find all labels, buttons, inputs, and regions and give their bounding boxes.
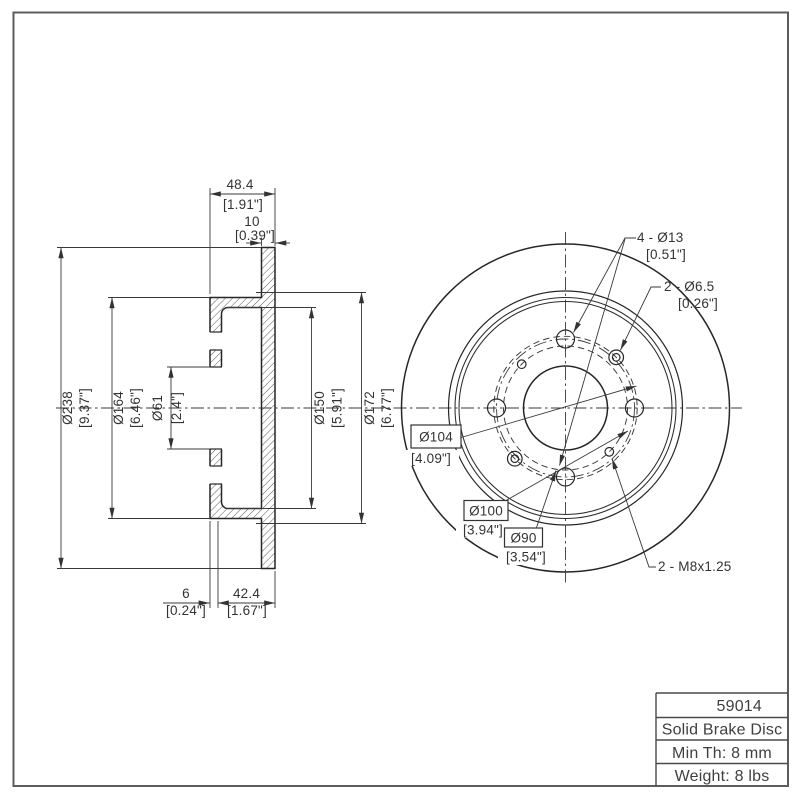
dim-disc-thickness: 10 [0.39"]: [235, 214, 290, 246]
dim-flange-thickness-in: [0.24"]: [166, 603, 206, 618]
small-hole-se: [604, 446, 615, 457]
callout-small-holes: 2 - Ø6.5: [664, 279, 714, 294]
small-hole-ne-inner: [611, 352, 621, 362]
callout-d90-dia: Ø90: [510, 531, 536, 546]
small-holes: [506, 349, 625, 467]
leader-lines: [460, 237, 661, 568]
front-view: 4 - Ø13 [0.51"] 2 - Ø6.5 [0.26"] 2 - M8x…: [400, 230, 731, 584]
dim-outer-diameter-in: [9.37"]: [77, 388, 92, 428]
dim-hat-diameter: Ø164 [6.46"]: [108, 297, 210, 519]
callout-d100-label: Ø100 [3.94"]: [456, 499, 510, 538]
title-block-part-number: 59014: [717, 698, 763, 715]
dim-center-bore-mm: Ø61: [150, 395, 165, 421]
dim-step-diameter-mm: Ø172: [362, 391, 377, 425]
callout-d104-label: Ø104 [4.09"]: [404, 424, 462, 466]
callout-d104-in: [4.09"]: [411, 451, 451, 466]
dim-disc-thickness-in: [0.39"]: [235, 228, 275, 243]
dim-flange-thickness-mm: 6: [182, 586, 190, 601]
dim-step-diameter: Ø172 [6.77"]: [256, 292, 394, 524]
center-bore-circle: [522, 365, 609, 451]
small-hole-sw-inner: [510, 454, 520, 464]
dim-hat-inner-in: [5.91"]: [330, 388, 345, 428]
dim-hat-inner: Ø150 [5.91"]: [226, 307, 345, 509]
title-block-min-thickness: Min Th: 8 mm: [672, 745, 772, 762]
lug-hole-section-bottom: [207, 465, 225, 485]
callout-thread: 2 - M8x1.25: [658, 559, 731, 574]
d104-circle: [493, 335, 638, 481]
lug-hole-section-top: [207, 331, 225, 351]
dim-outer-diameter: Ø238 [9.37"]: [57, 247, 261, 569]
callout-d100-in: [3.94"]: [463, 523, 503, 538]
small-hole-nw: [516, 359, 527, 370]
callout-lug-holes-in: [0.51"]: [646, 247, 686, 262]
small-hole-ne-outer: [608, 349, 625, 366]
callout-d104-dia: Ø104: [419, 430, 453, 445]
title-block: 59014 Solid Brake Disc Min Th: 8 mm Weig…: [655, 692, 788, 786]
dim-center-bore: Ø61 [2.4"]: [150, 366, 210, 450]
title-block-weight: Weight: 8 lbs: [675, 768, 770, 785]
callout-small-holes-in: [0.26"]: [678, 296, 718, 311]
title-block-product-type: Solid Brake Disc: [662, 722, 783, 739]
dim-total-width-in: [1.91"]: [223, 197, 263, 212]
lug-hole-left: [486, 398, 507, 418]
small-hole-sw-outer: [506, 450, 523, 467]
dim-hat-diameter-mm: Ø164: [111, 391, 126, 425]
callout-lug-holes: 4 - Ø13: [637, 230, 683, 245]
dim-disc-thickness-mm: 10: [244, 214, 259, 229]
dim-total-width-mm: 48.4: [226, 177, 253, 192]
callout-d90-in: [3.54"]: [506, 550, 546, 565]
dim-step-diameter-in: [6.77"]: [379, 388, 394, 428]
page-border: [12, 11, 789, 787]
dim-bottom-group: 6 [0.24"] 42.4 [1.67"]: [163, 521, 276, 618]
lug-hole-right: [624, 398, 645, 418]
dim-hat-inner-mm: Ø150: [312, 391, 327, 425]
callout-d100-dia: Ø100: [469, 504, 503, 519]
dim-inset-depth-in: [1.67"]: [227, 603, 267, 618]
dim-outer-diameter-mm: Ø238: [60, 391, 75, 425]
dim-hat-diameter-in: [6.46"]: [128, 388, 143, 428]
callout-d90-label: Ø90 [3.54"]: [498, 527, 555, 565]
dim-total-width: 48.4 [1.91"]: [209, 177, 276, 294]
dim-center-bore-in: [2.4"]: [169, 392, 184, 424]
dim-inset-depth-mm: 42.4: [233, 586, 260, 601]
